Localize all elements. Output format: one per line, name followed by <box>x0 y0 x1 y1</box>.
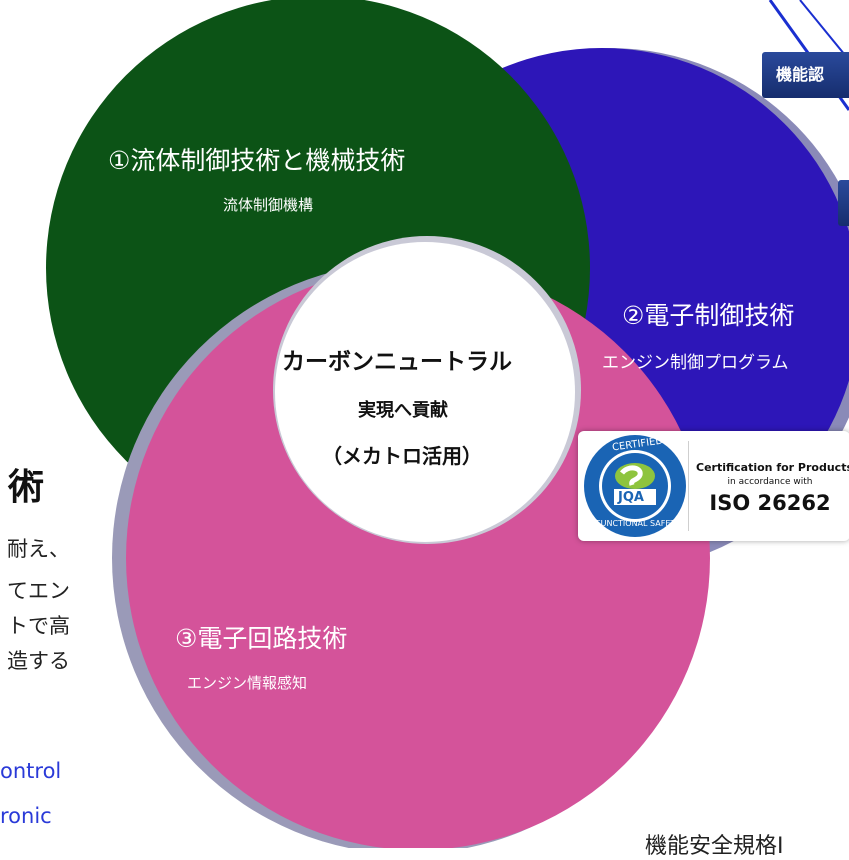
left-line-2: てエン <box>7 579 70 603</box>
cert-line-1: Certification for Products <box>696 461 849 474</box>
electronic-control-subtitle: エンジン制御プログラム <box>602 353 789 373</box>
second-tag[interactable] <box>838 180 849 226</box>
cert-line-2: in accordance with <box>727 477 813 487</box>
center-line-2: 実現へ貢献 <box>358 400 448 421</box>
cert-divider <box>688 441 689 531</box>
connector-line-2 <box>799 0 849 61</box>
left-line-3: トで高 <box>7 614 70 638</box>
function-cert-tag-label: 機能認 <box>776 65 825 84</box>
seal-bottom-text: FUNCTIONAL SAFETY <box>596 519 681 528</box>
fluid-control-title: ①流体制御技術と機械技術 <box>108 146 406 175</box>
left-line-1: 耐え、 <box>7 537 70 561</box>
function-cert-tag[interactable]: 機能認 <box>762 52 849 98</box>
iso-certification-badge: CERTIFIED FUNCTIONAL SAFETY JQA Certific… <box>578 431 849 541</box>
fluid-control-subtitle: 流体制御機構 <box>223 196 314 214</box>
left-line-4: 造する <box>7 649 70 673</box>
center-line-1: カーボンニュートラル <box>282 349 512 375</box>
left-heading-fragment: 術 <box>8 467 45 508</box>
cert-line-3: ISO 26262 <box>709 491 831 515</box>
jqa-seal-icon <box>584 435 686 537</box>
electronic-circuit-subtitle: エンジン情報感知 <box>187 674 308 692</box>
electronic-link[interactable]: ronic <box>0 804 52 828</box>
control-link[interactable]: ontrol <box>0 759 62 783</box>
center-line-3: （メカトロ活用） <box>322 444 482 468</box>
electronic-control-title: ②電子制御技術 <box>622 301 795 330</box>
electronic-circuit-title: ③電子回路技術 <box>175 624 348 653</box>
seal-logo-text: JQA <box>618 490 644 505</box>
center-circle <box>275 242 575 542</box>
bottom-right-text: 機能安全規格I <box>645 834 784 859</box>
